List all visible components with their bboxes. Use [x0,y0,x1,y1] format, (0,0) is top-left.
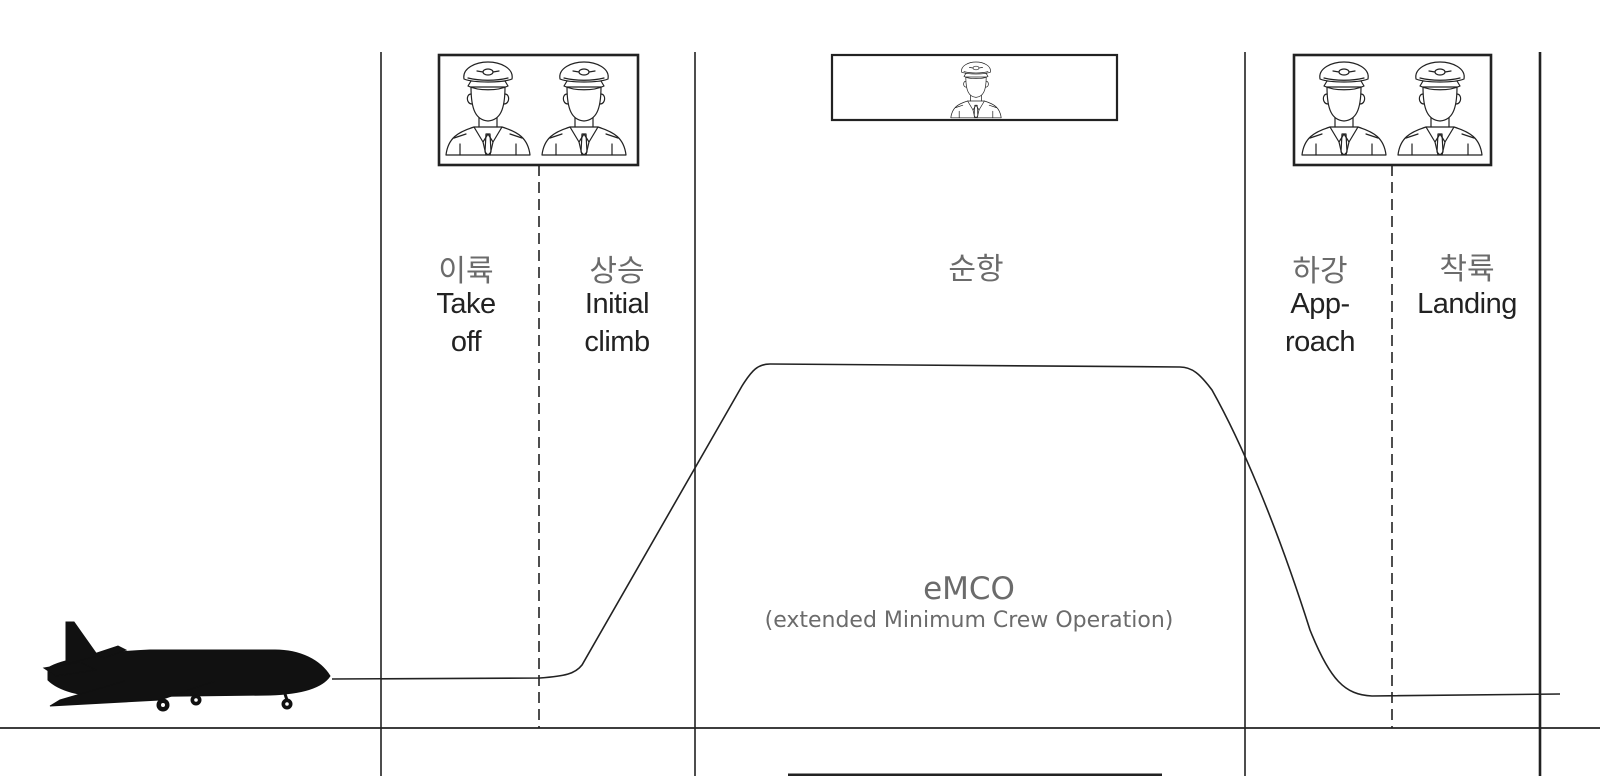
phase-label-english: Landing [1417,288,1517,320]
phase-label-korean: 순항 [948,252,1003,287]
emco-annotation: eMCO (extended Minimum Crew Operation) [765,571,1174,633]
crew-panel-takeoff-climb [437,53,640,167]
sub-phase-dividers [538,165,1393,728]
phase-label-cruise: 순항 [948,252,1003,287]
emco-subtitle: (extended Minimum Crew Operation) [765,608,1174,633]
phase-label-takeoff: 이륙 Take off [436,254,496,358]
phase-label-korean: 상승 [589,254,644,289]
phase-label-english: App- [1290,288,1349,320]
phase-label-korean: 이륙 [438,254,493,289]
phase-label-english: Take [436,288,495,320]
crew-panel-approach-landing [1292,53,1493,167]
airplane-silhouette-icon [42,621,331,712]
flight-profile-curve [331,363,1561,697]
phase-boundaries [380,52,1542,776]
phase-label-landing: 착륙 Landing [1417,252,1517,320]
phase-label-english: roach [1285,326,1355,358]
emco-title: eMCO [923,571,1015,607]
phase-label-english: off [451,326,483,358]
phase-label-english: Initial [585,288,649,320]
phase-label-korean: 착륙 [1439,252,1494,287]
phase-label-english: climb [584,326,649,358]
phase-label-climb: 상승 Initial climb [584,254,650,358]
phase-label-approach: 하강 App- roach [1285,254,1356,358]
crew-panel-cruise [830,53,1119,122]
phase-label-korean: 하강 [1292,254,1347,289]
